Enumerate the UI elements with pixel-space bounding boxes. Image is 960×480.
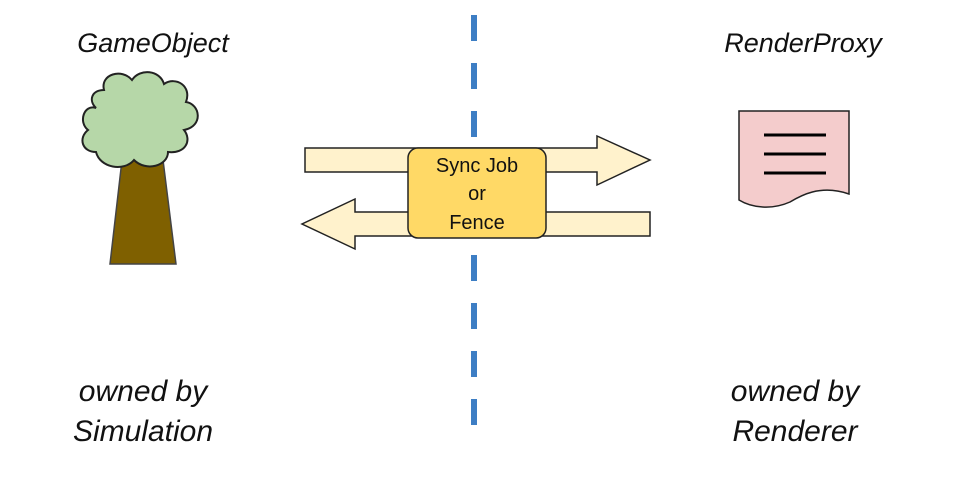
sync-line-2: or	[468, 183, 486, 205]
simulation-owner-line-2: Simulation	[73, 415, 213, 448]
sync-box	[407, 147, 547, 239]
sync-line-1: Sync Job	[436, 155, 518, 177]
renderproxy-title: RenderProxy	[724, 28, 883, 58]
renderer-owner-line-1: owned by	[731, 375, 861, 408]
document-icon	[738, 110, 850, 208]
tree-icon	[81, 71, 199, 265]
document-shape	[738, 110, 850, 208]
renderer-owner-line-2: Renderer	[732, 415, 858, 448]
tree-foliage	[81, 71, 199, 168]
tree-trunk	[109, 159, 177, 265]
simulation-owner-line-1: owned by	[79, 375, 209, 408]
sync-line-3: Fence	[449, 212, 505, 234]
gameobject-title: GameObject	[77, 28, 230, 58]
